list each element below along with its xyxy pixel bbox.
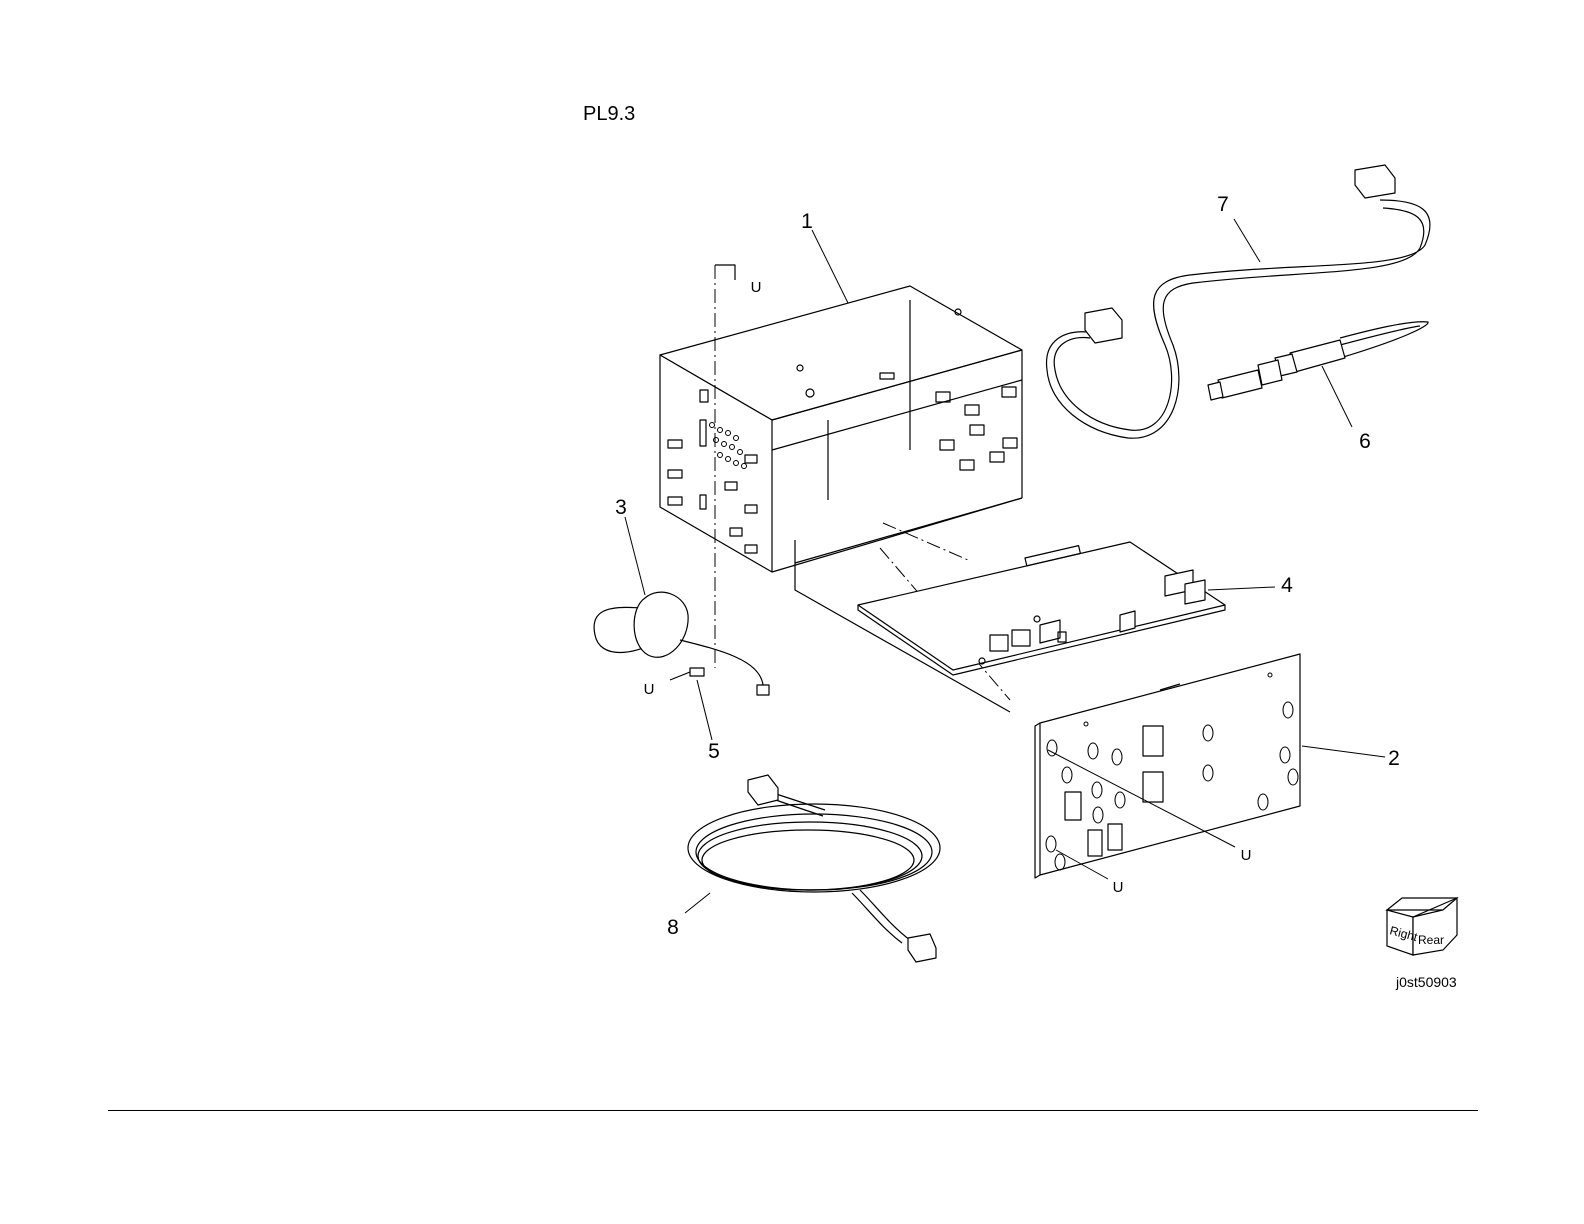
screw-label-left: U: [644, 681, 655, 698]
screw-label-top: U: [751, 279, 762, 296]
cable: [1208, 322, 1428, 400]
callout-5: 5: [708, 740, 720, 763]
screw: [670, 668, 704, 680]
orientation-rear-label: Rear: [1418, 933, 1444, 947]
callout-1: 1: [801, 210, 813, 233]
callout-6: 6: [1359, 430, 1371, 453]
figure-id: j0st50903: [1395, 974, 1457, 990]
callout-7: 7: [1217, 193, 1229, 216]
callout-3: 3: [615, 496, 627, 519]
footer-rule: [108, 1110, 1478, 1111]
pwb-board: [858, 542, 1225, 675]
harness: [1047, 165, 1430, 438]
screw-label-plate-upper: U: [1241, 847, 1252, 864]
callout-8: 8: [667, 916, 679, 939]
front-plate: [1035, 654, 1300, 878]
callout-2: 2: [1388, 747, 1400, 770]
lan-cable: [688, 775, 940, 962]
screw-label-plate-lower: U: [1113, 879, 1124, 896]
callout-4: 4: [1281, 574, 1293, 597]
speaker: [594, 592, 769, 695]
card-cage-frame: [660, 286, 1022, 572]
